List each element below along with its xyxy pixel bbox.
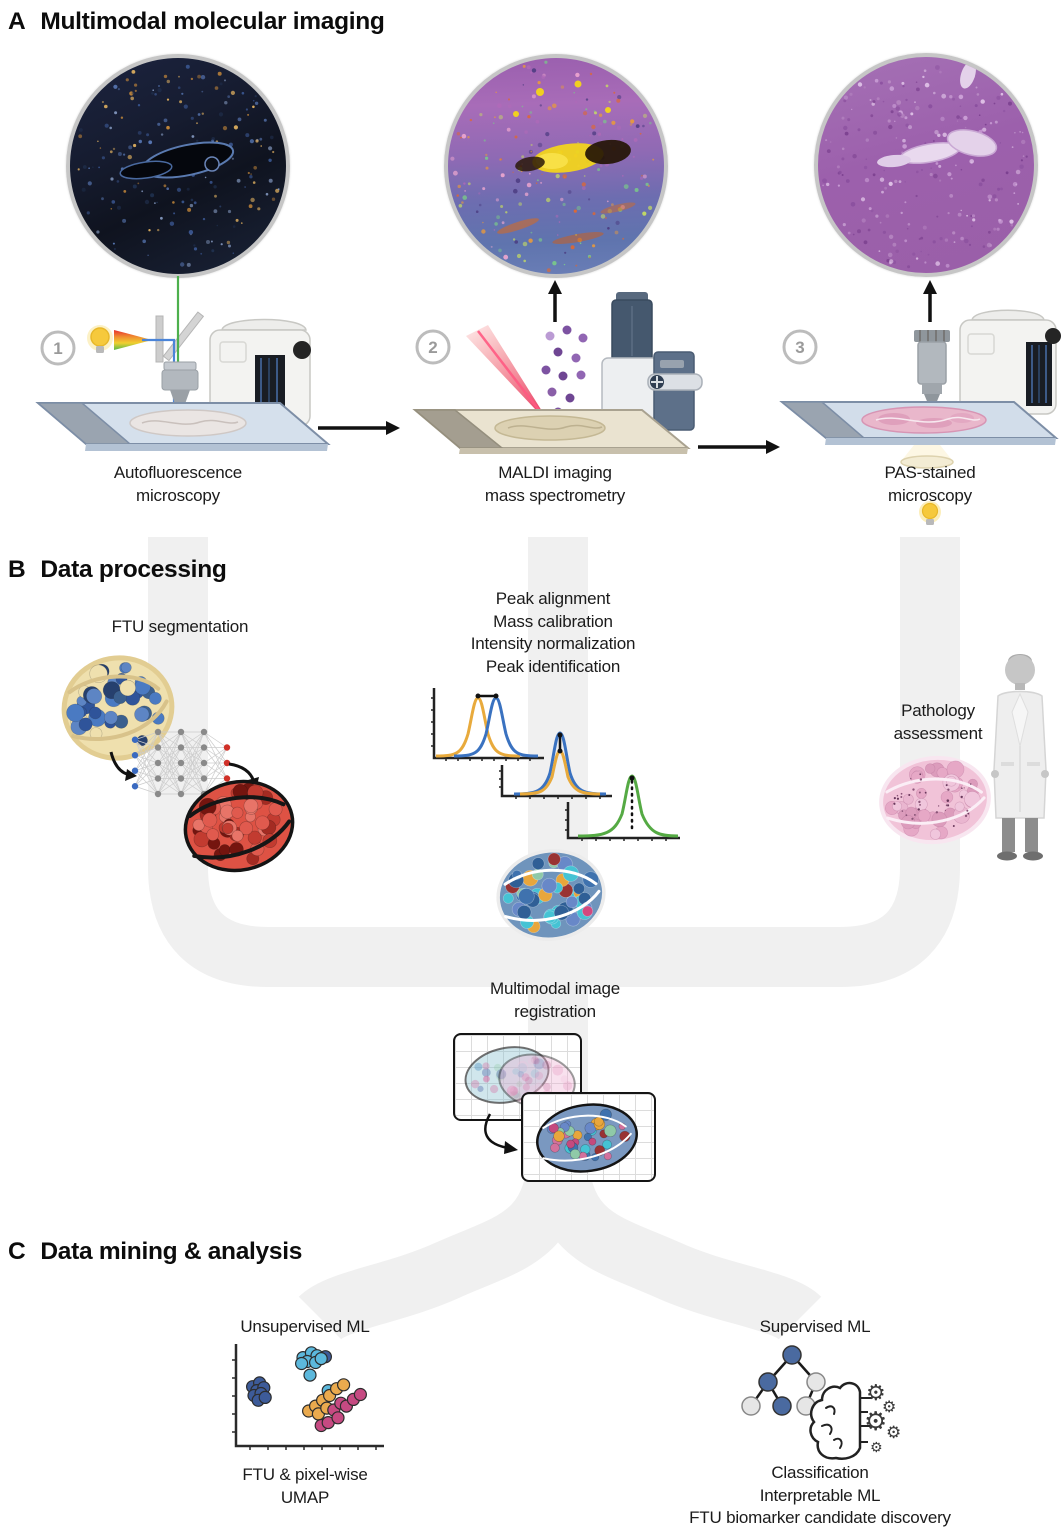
list-item: Interpretable ML xyxy=(759,1485,881,1505)
list-item: Peak identification xyxy=(485,656,621,676)
maldi-scene: 2 xyxy=(412,280,703,454)
microscope-icon xyxy=(959,309,1061,415)
registration-label: Multimodal image registration xyxy=(489,979,621,1021)
panel-c-heading: C Data mining & analysis xyxy=(8,1238,302,1266)
pathologist-icon xyxy=(991,654,1049,861)
gear-icon: ⚙ xyxy=(886,1423,901,1443)
maldi-features xyxy=(497,80,636,244)
autofluorescence-micrograph xyxy=(66,54,290,278)
neural-network-icon xyxy=(131,728,231,798)
list-item: Classification xyxy=(771,1463,869,1482)
curved-arrow-icon xyxy=(484,1113,518,1154)
scene-3-label: PAS-stained microscopy xyxy=(884,463,976,505)
step-3-badge: 3 xyxy=(782,329,818,365)
list-item: Peak alignment xyxy=(495,589,611,608)
maldi-micrograph xyxy=(444,54,668,278)
molecule-dots-icon xyxy=(541,325,588,417)
ftu-segmentation-graphic xyxy=(61,655,295,873)
brain-gears-icon: ⚙ ⚙ ⚙ ⚙ ⚙ xyxy=(809,1381,901,1460)
svg-text:1: 1 xyxy=(53,339,62,358)
scene-1-label: Autofluorescence microscopy xyxy=(113,463,243,505)
arrow-up-icon xyxy=(923,280,937,322)
ftu-segmentation-label: FTU segmentation xyxy=(111,617,249,636)
list-item: FTU biomarker candidate discovery xyxy=(689,1508,951,1527)
supervised-ml-title: Supervised ML xyxy=(759,1317,871,1336)
spectral-processing-list: Peak alignment Mass calibration Intensit… xyxy=(418,588,688,678)
list-item: Intensity normalization xyxy=(470,634,636,653)
panel-b-heading: B Data processing xyxy=(8,556,227,584)
arrow-right-icon xyxy=(698,440,780,454)
arrow-right-icon xyxy=(318,421,400,435)
light-bulb-icon xyxy=(87,325,113,353)
panel-a-title: Multimodal molecular imaging xyxy=(40,8,385,35)
peak-alignment-plot xyxy=(431,688,544,761)
mirror-slats-icon xyxy=(155,311,205,363)
panel-b-letter: B xyxy=(8,556,26,583)
decision-tree-icon xyxy=(741,1345,826,1416)
slide-stage xyxy=(412,409,691,454)
umap-caption: FTU & pixel-wise UMAP xyxy=(242,1465,368,1507)
vessel-structures xyxy=(119,141,235,180)
step-2-badge: 2 xyxy=(415,329,451,365)
gear-icon: ⚙ xyxy=(882,1397,896,1416)
maldi-segmented-tissue xyxy=(496,849,606,941)
panel-a-heading: A Multimodal molecular imaging xyxy=(8,8,385,36)
step-1-badge: 1 xyxy=(40,330,76,366)
registration-card-aligned xyxy=(521,1092,656,1182)
pas-scene: 3 xyxy=(779,280,1061,469)
list-item: Mass calibration xyxy=(493,611,613,631)
umap-scatter-plot xyxy=(232,1344,384,1450)
light-bulb-icon xyxy=(919,501,941,525)
segmented-tissue-red xyxy=(183,779,295,873)
autofluorescence-scene: 1 xyxy=(35,276,331,451)
gear-icon: ⚙ xyxy=(866,1381,886,1406)
pathology-assessment-label: Pathology assessment xyxy=(893,701,983,743)
gear-icon: ⚙ xyxy=(870,1440,883,1456)
gear-icon: ⚙ xyxy=(864,1407,887,1437)
slide-stage xyxy=(779,401,1059,445)
panel-b-title: Data processing xyxy=(40,556,227,583)
pas-vessels xyxy=(877,61,998,168)
mass-calibration-plot xyxy=(499,731,612,799)
objective-lens-icon xyxy=(161,361,199,404)
segmented-tissue-blue xyxy=(61,655,175,761)
panel-a-letter: A xyxy=(8,8,26,35)
panel-c-title: Data mining & analysis xyxy=(40,1238,303,1265)
pas-tissue-blob xyxy=(879,755,991,845)
peak-identification-plot xyxy=(565,774,680,841)
supervised-captions: Classification Interpretable ML FTU biom… xyxy=(640,1462,1000,1530)
rainbow-arrow-icon xyxy=(114,330,152,350)
svg-text:3: 3 xyxy=(795,338,804,357)
svg-text:2: 2 xyxy=(428,338,437,357)
arrow-up-icon xyxy=(548,280,562,322)
slide-stage xyxy=(35,402,331,451)
scene-2-label: MALDI imaging mass spectrometry xyxy=(484,463,626,505)
panel-c-letter: C xyxy=(8,1238,26,1265)
unsupervised-ml-title: Unsupervised ML xyxy=(240,1317,370,1336)
pas-micrograph xyxy=(814,53,1038,277)
condenser-lens-icon xyxy=(900,445,954,469)
pas-tissue xyxy=(861,406,987,434)
